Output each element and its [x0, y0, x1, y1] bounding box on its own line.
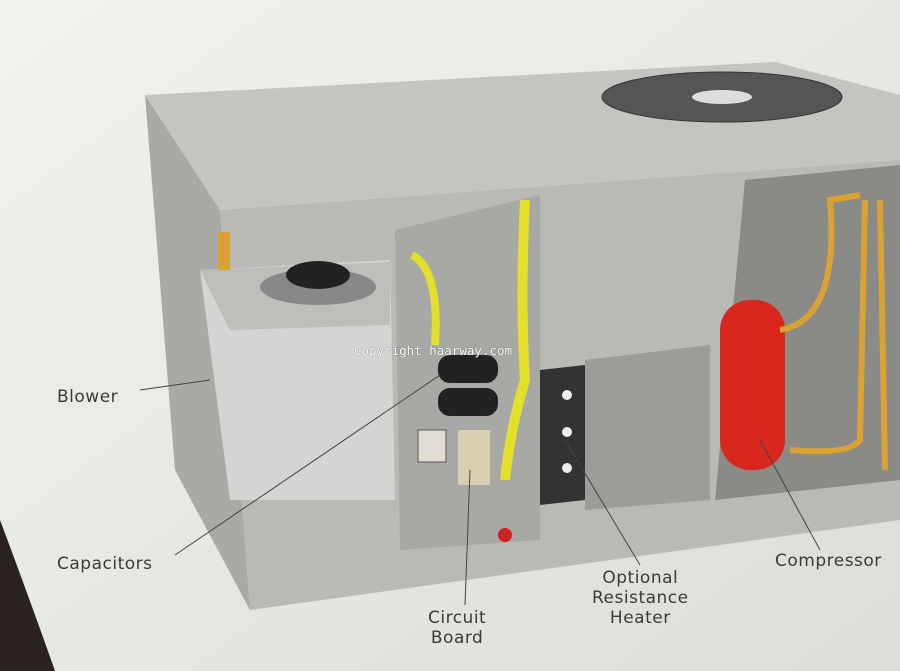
unit-side	[145, 95, 250, 610]
label-heater: Optional Resistance Heater	[592, 568, 689, 628]
compressor	[720, 300, 785, 470]
label-line: Resistance	[592, 588, 689, 608]
label-line: Optional	[602, 568, 679, 588]
heater-panel	[540, 365, 585, 505]
circuit-board	[458, 430, 490, 485]
label-compressor: Compressor	[775, 551, 882, 571]
capacitor	[438, 388, 498, 416]
copyright-watermark: Copyright haarway.com	[354, 343, 513, 358]
blower-motor	[286, 261, 350, 289]
wiring	[500, 199, 531, 481]
leader-lines	[139, 374, 821, 606]
screen-bezel-corner	[0, 520, 55, 671]
label-circuit-board: Circuit Board	[428, 608, 486, 648]
label-line: Heater	[609, 608, 671, 628]
label-line: Circuit	[428, 608, 487, 628]
refrigerant-tubing	[779, 192, 888, 471]
label-blower: Blower	[57, 387, 119, 407]
label-capacitors: Capacitors	[57, 554, 153, 574]
capacitor	[438, 355, 498, 383]
label-line: Board	[430, 628, 484, 648]
